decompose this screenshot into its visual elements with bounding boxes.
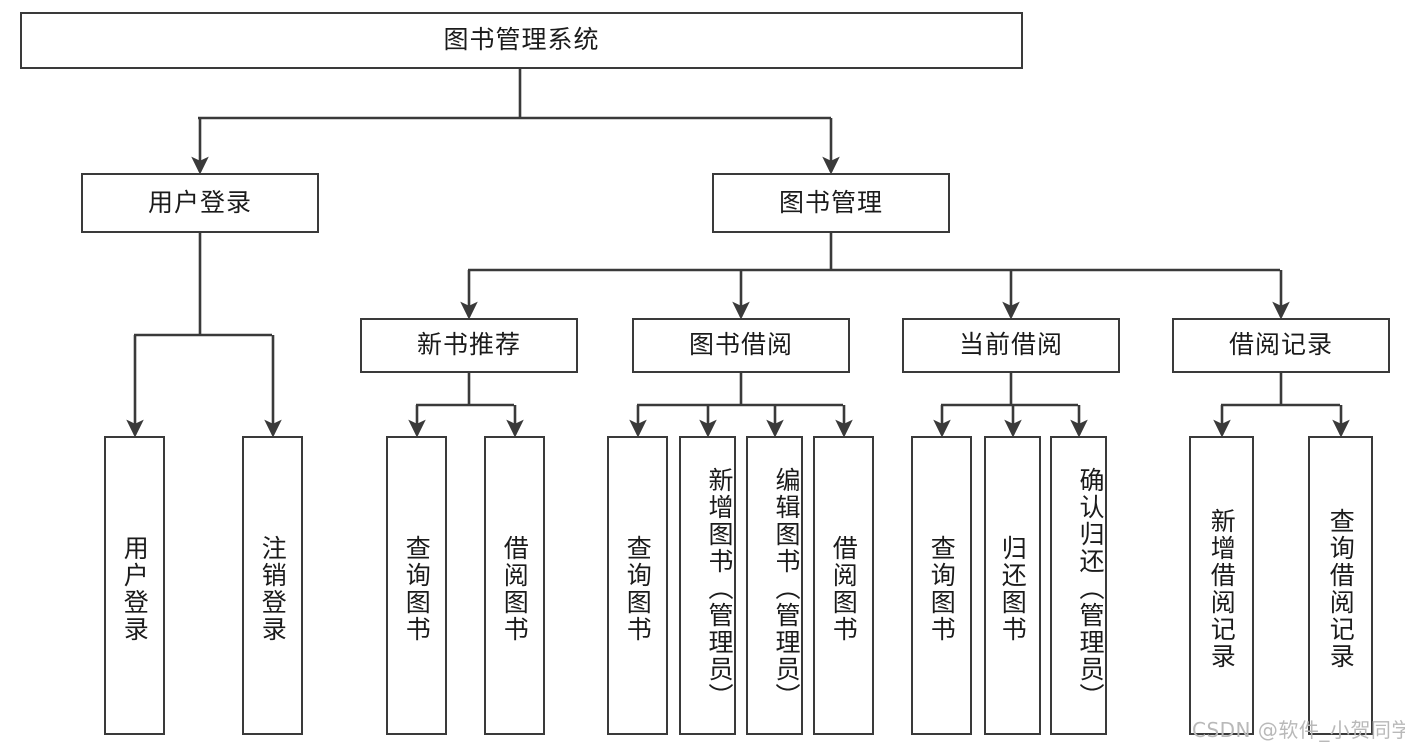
node-book-manage[interactable]: 图书管理 [712,173,950,233]
node-book-borrow[interactable]: 图书借阅 [632,318,850,373]
leaf-confirm-return[interactable]: 确认归还（管理员） [1050,436,1107,735]
csdn-watermark: CSDN @软件_小贺同学 [1192,718,1405,742]
node-current-borrow[interactable]: 当前借阅 [902,318,1120,373]
leaf-user-login[interactable]: 用户登录 [104,436,165,735]
leaf-query-record[interactable]: 查询借阅记录 [1308,436,1373,735]
leaf-query-book-3[interactable]: 查询图书 [911,436,972,735]
node-user-login[interactable]: 用户登录 [81,173,319,233]
leaf-logout[interactable]: 注销登录 [242,436,303,735]
leaf-query-book-2[interactable]: 查询图书 [607,436,668,735]
leaf-return-book[interactable]: 归还图书 [984,436,1041,735]
node-borrow-record[interactable]: 借阅记录 [1172,318,1390,373]
leaf-add-record[interactable]: 新增借阅记录 [1189,436,1254,735]
leaf-borrow-book-2[interactable]: 借阅图书 [813,436,874,735]
leaf-add-book[interactable]: 新增图书（管理员） [679,436,736,735]
edge-paths [126,69,1350,438]
leaf-edit-book[interactable]: 编辑图书（管理员） [746,436,803,735]
node-new-book-recommend[interactable]: 新书推荐 [360,318,578,373]
leaf-query-book-1[interactable]: 查询图书 [386,436,447,735]
node-root[interactable]: 图书管理系统 [20,12,1023,69]
leaf-borrow-book-1[interactable]: 借阅图书 [484,436,545,735]
